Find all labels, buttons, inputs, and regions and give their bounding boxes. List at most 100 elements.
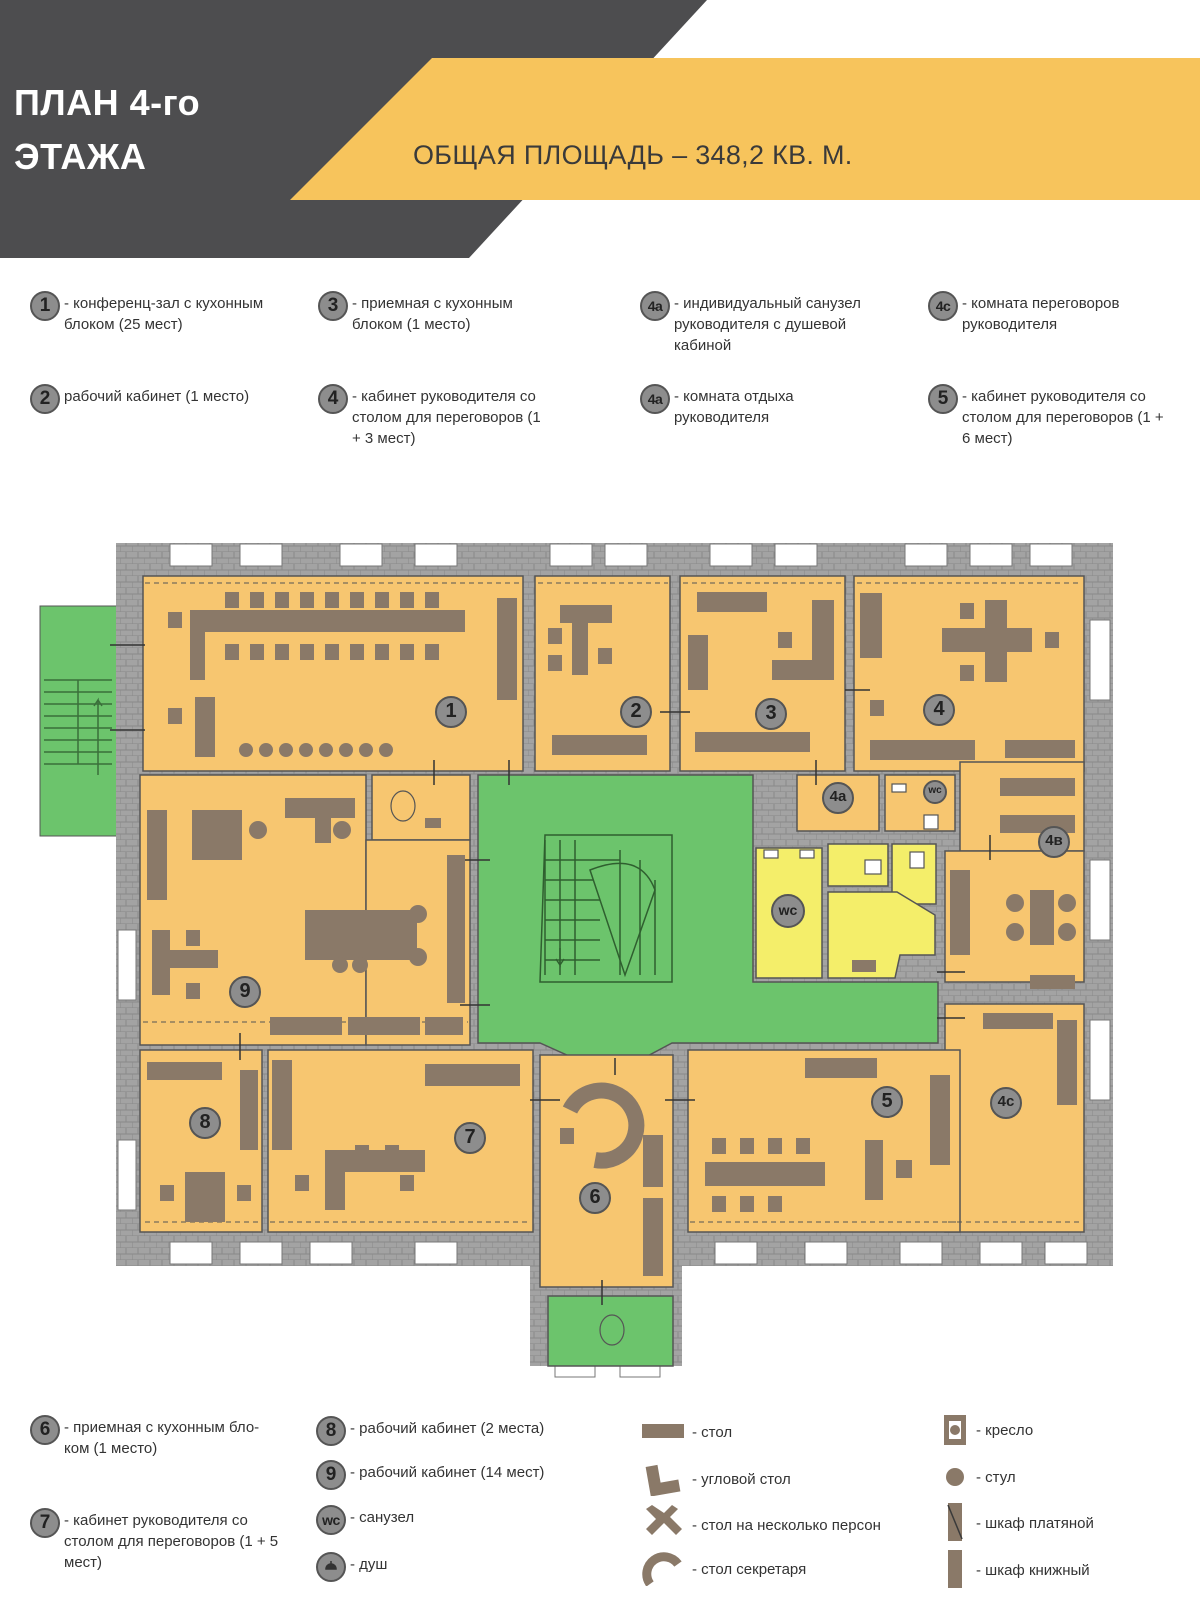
windows (117, 543, 1111, 1378)
legend-text: - рабочий кабинет (14 мест) (350, 1464, 545, 1481)
bookcase-icon (948, 1550, 962, 1588)
dashed-lines (143, 582, 1082, 1223)
room-label-7: 7 (464, 1126, 476, 1148)
exterior-stair-annex (39, 605, 120, 837)
symbol-label: - шкаф платяной (976, 1514, 1094, 1532)
legend-text: - комната отдыха руководителя (674, 388, 794, 426)
room-label-4: 4 (933, 698, 945, 720)
legend-text: - индивидуальный санузел руководителя с … (674, 295, 861, 354)
legend-text: рабочий кабинет (1 место) (64, 388, 250, 405)
central-hall (477, 774, 939, 1061)
conference-armchairs (168, 592, 439, 724)
furniture (147, 592, 1077, 1276)
header-banner (0, 0, 1200, 258)
total-area: ОБЩАЯ ПЛОЩАДЬ – 348,2 КВ. М. (413, 140, 853, 170)
symbol-table: - стол (642, 1420, 732, 1444)
symbol-label: - шкаф книжный (976, 1561, 1090, 1579)
legend-item-3: 3 - приемная с кухонным блоком (1 место) (318, 291, 548, 335)
rooms (139, 575, 1085, 1367)
table-icon (642, 1424, 684, 1438)
legend-text: - кабинет руководителя со столом для пер… (352, 388, 541, 447)
legend-badge: 4a (640, 384, 670, 414)
conference-chairs (239, 743, 393, 757)
legend-badge: 5 (928, 384, 958, 414)
legend-badge: 8 (316, 1416, 346, 1446)
legend-item-4c: 4c - комната переговоров руководителя (928, 291, 1158, 335)
legend-text: - приемная с кухонным бло- ком (1 место) (64, 1419, 260, 1457)
room-label-1: 1 (445, 700, 457, 722)
vestibule (547, 1295, 674, 1367)
symbol-label: - стол (692, 1423, 733, 1441)
shower-icon (316, 1552, 346, 1582)
legend-badge: 4c (928, 291, 958, 321)
wc-cabin-2 (891, 843, 937, 905)
legend-text: - приемная с кухонным блоком (1 место) (352, 295, 513, 333)
legend-badge: 7 (30, 1508, 60, 1538)
room-label-6: 6 (589, 1186, 601, 1208)
symbol-secretary-desk: - стол секретаря (642, 1552, 806, 1586)
page-title-line1: ПЛАН 4-го (14, 82, 201, 123)
legend-text: - комната переговоров руководителя (962, 295, 1120, 333)
stair-steps (44, 679, 112, 775)
symbol-label: - стул (976, 1468, 1016, 1486)
room-label-3: 3 (765, 702, 777, 724)
group-table-icon (646, 1505, 682, 1535)
room-label-4a: 4a (829, 788, 847, 805)
legend-item-9: 9 - рабочий кабинет (14 мест) (316, 1460, 606, 1490)
armchair-icon (944, 1415, 966, 1445)
room-label-9: 9 (239, 980, 251, 1002)
room-1 (142, 575, 524, 772)
room-label-wc: wc (778, 902, 798, 918)
legend-badge: 4 (318, 384, 348, 414)
legend-item-wc: wc - санузел (316, 1505, 606, 1535)
room-kitchen-small (371, 774, 471, 841)
legend-item-6: 6 - приемная с кухонным бло- ком (1 мест… (30, 1415, 285, 1459)
legend-text: - кабинет руководителя со столом для пер… (962, 388, 1164, 447)
room-badges (189, 694, 1070, 1214)
header-accent-band (290, 58, 1200, 200)
room-4 (853, 575, 1085, 772)
legend-item-4a-bath: 4a - индивидуальный санузел руководителя… (640, 291, 890, 356)
building-walls (116, 543, 1113, 1366)
legend-text: - конференц-зал с кухонным блоком (25 ме… (64, 295, 264, 333)
room-8 (139, 1049, 263, 1233)
legend-text: - рабочий кабинет (2 места) (350, 1420, 545, 1437)
legend-badge: wc (316, 1505, 346, 1535)
wc-cabin-1 (827, 843, 889, 887)
room-9 (139, 774, 367, 1046)
legend-text: - кабинет руководителя со столом для пер… (64, 1512, 279, 1571)
chair-icon (946, 1468, 964, 1486)
room-9-extension (365, 839, 471, 1046)
legend-item-5: 5 - кабинет руководителя со столом для п… (928, 384, 1168, 449)
legend-badge: 1 (30, 291, 60, 321)
room-7 (267, 1049, 534, 1233)
wardrobe-icon (947, 1503, 963, 1541)
symbol-label: - стол секретаря (692, 1560, 807, 1578)
symbol-group-table: - стол на несколько персон (642, 1505, 881, 1545)
legend-badge: 9 (316, 1460, 346, 1490)
room-5 (687, 1049, 961, 1233)
corner-desk-icon (645, 1464, 681, 1496)
legend-item-8: 8 - рабочий кабинет (2 места) (316, 1416, 606, 1446)
symbol-label: - стол на несколько персон (692, 1516, 881, 1534)
symbol-chair: - стул (940, 1465, 1016, 1489)
symbol-label: - угловой стол (692, 1470, 791, 1488)
room-3 (679, 575, 846, 772)
symbol-label: - кресло (976, 1421, 1034, 1439)
room-label-wc-small: wc (928, 785, 942, 796)
room-label-2: 2 (630, 700, 642, 722)
legend-item-1: 1 - конференц-зал с кухонным блоком (25 … (30, 291, 295, 335)
symbol-wardrobe: - шкаф платяной (940, 1503, 1094, 1543)
symbol-armchair: - кресло (940, 1413, 1033, 1447)
symbol-corner-desk: - угловой стол (642, 1462, 791, 1496)
legend-item-7: 7 - кабинет руководителя со столом для п… (30, 1508, 300, 1573)
legend-item-shower: - душ (316, 1552, 606, 1582)
doors (110, 644, 991, 1305)
room-6 (539, 1054, 674, 1288)
legend-badge: 2 (30, 384, 60, 414)
room-4a-bath (884, 774, 956, 832)
legend-text: - санузел (350, 1509, 415, 1526)
room-label-5: 5 (881, 1090, 893, 1112)
page-title-line2: ЭТАЖА (14, 136, 147, 177)
inner-staircase (539, 834, 673, 983)
